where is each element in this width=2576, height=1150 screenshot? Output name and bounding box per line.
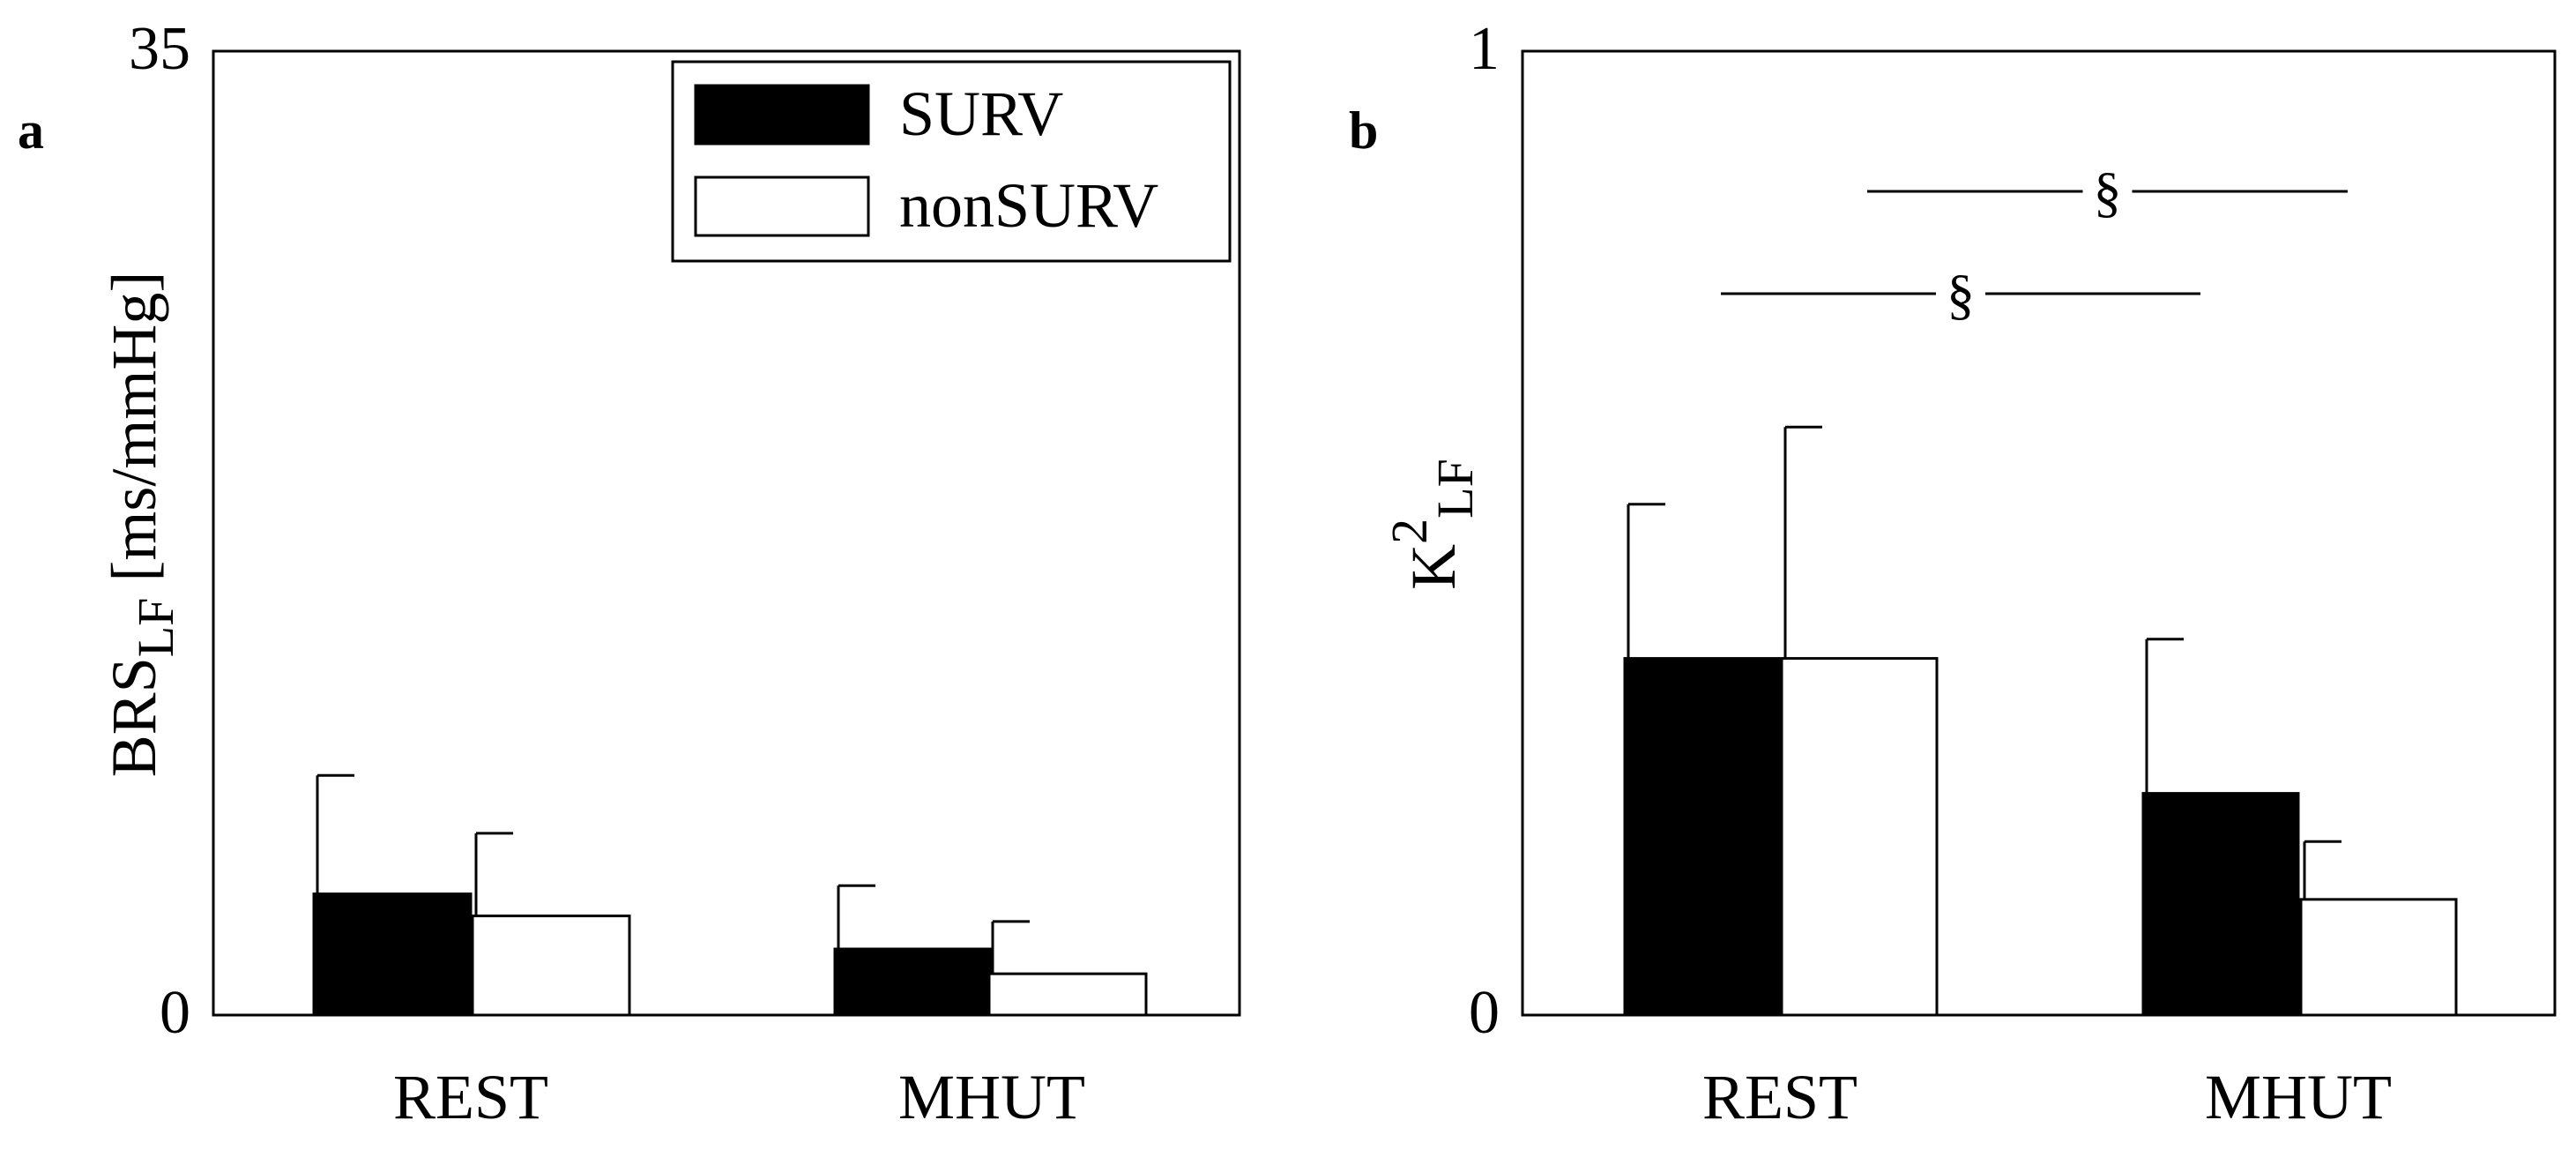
legend: SURV nonSURV	[671, 60, 1232, 263]
x-tick-label: MHUT	[898, 1062, 1085, 1132]
y-axis-label-subscript: LF	[127, 598, 184, 658]
legend-label: nonSURV	[899, 170, 1158, 241]
bar-nonsurv-rest	[471, 915, 631, 1017]
x-tick-label: MHUT	[2205, 1062, 2392, 1132]
y-tick-label: 35	[129, 15, 190, 83]
y-tick-label: 0	[1469, 979, 1500, 1047]
y-axis-label-main: K	[1398, 544, 1469, 590]
legend-swatch-nonsurv	[694, 175, 870, 237]
legend-swatch-surv	[694, 84, 870, 146]
y-axis-label-main: BRS	[99, 657, 169, 777]
bar-surv-mhut	[2141, 792, 2300, 1017]
panel-label: b	[1349, 101, 1378, 160]
y-axis-label-unit: [ms/mmHg]	[99, 272, 169, 598]
plot-frame	[1521, 49, 2557, 1017]
significance-marker: §	[1947, 263, 1975, 325]
y-axis-label: K2LF	[1381, 459, 1484, 590]
plot-frame	[212, 49, 1241, 1017]
bar-nonsurv-rest	[1780, 657, 1939, 1017]
panel-label: a	[18, 101, 44, 160]
bar-surv-rest	[312, 892, 473, 1017]
bar-nonsurv-mhut	[987, 972, 1148, 1017]
x-tick-label: REST	[1702, 1062, 1858, 1132]
y-axis-label-superscript: 2	[1381, 519, 1438, 544]
bar-surv-mhut	[833, 947, 994, 1017]
y-axis-label-subscript: LF	[1426, 459, 1484, 519]
bar-surv-rest	[1623, 657, 1782, 1017]
y-tick-label: 1	[1469, 15, 1500, 83]
legend-label: SURV	[899, 78, 1063, 149]
y-tick-label: 0	[160, 979, 190, 1047]
significance-marker: §	[2094, 161, 2122, 223]
y-axis-label: BRSLF [ms/mmHg]	[99, 272, 184, 778]
bar-nonsurv-mhut	[2299, 898, 2458, 1017]
x-tick-label: REST	[393, 1062, 548, 1132]
